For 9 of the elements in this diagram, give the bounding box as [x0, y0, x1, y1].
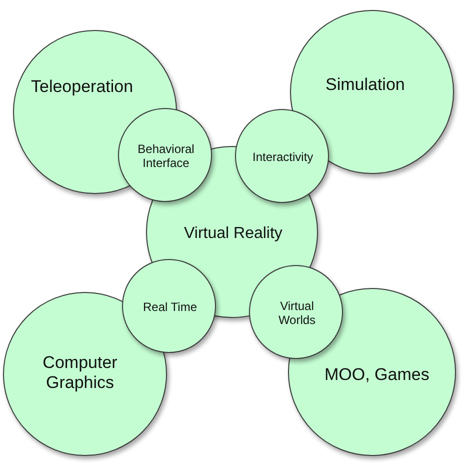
circle-label: Teleoperation: [31, 77, 134, 98]
circle-label: Virtual Reality: [184, 224, 282, 243]
circle-label: Real Time: [143, 300, 198, 314]
circle-label: MOO, Games: [324, 365, 430, 386]
circle-label: Behavioral Interface: [136, 142, 196, 170]
circle-label: Interactivity: [252, 150, 314, 164]
circle-label: Virtual Worlds: [277, 298, 317, 328]
circle-label: Computer Graphics: [42, 352, 118, 394]
circle-label: Simulation: [326, 75, 405, 96]
